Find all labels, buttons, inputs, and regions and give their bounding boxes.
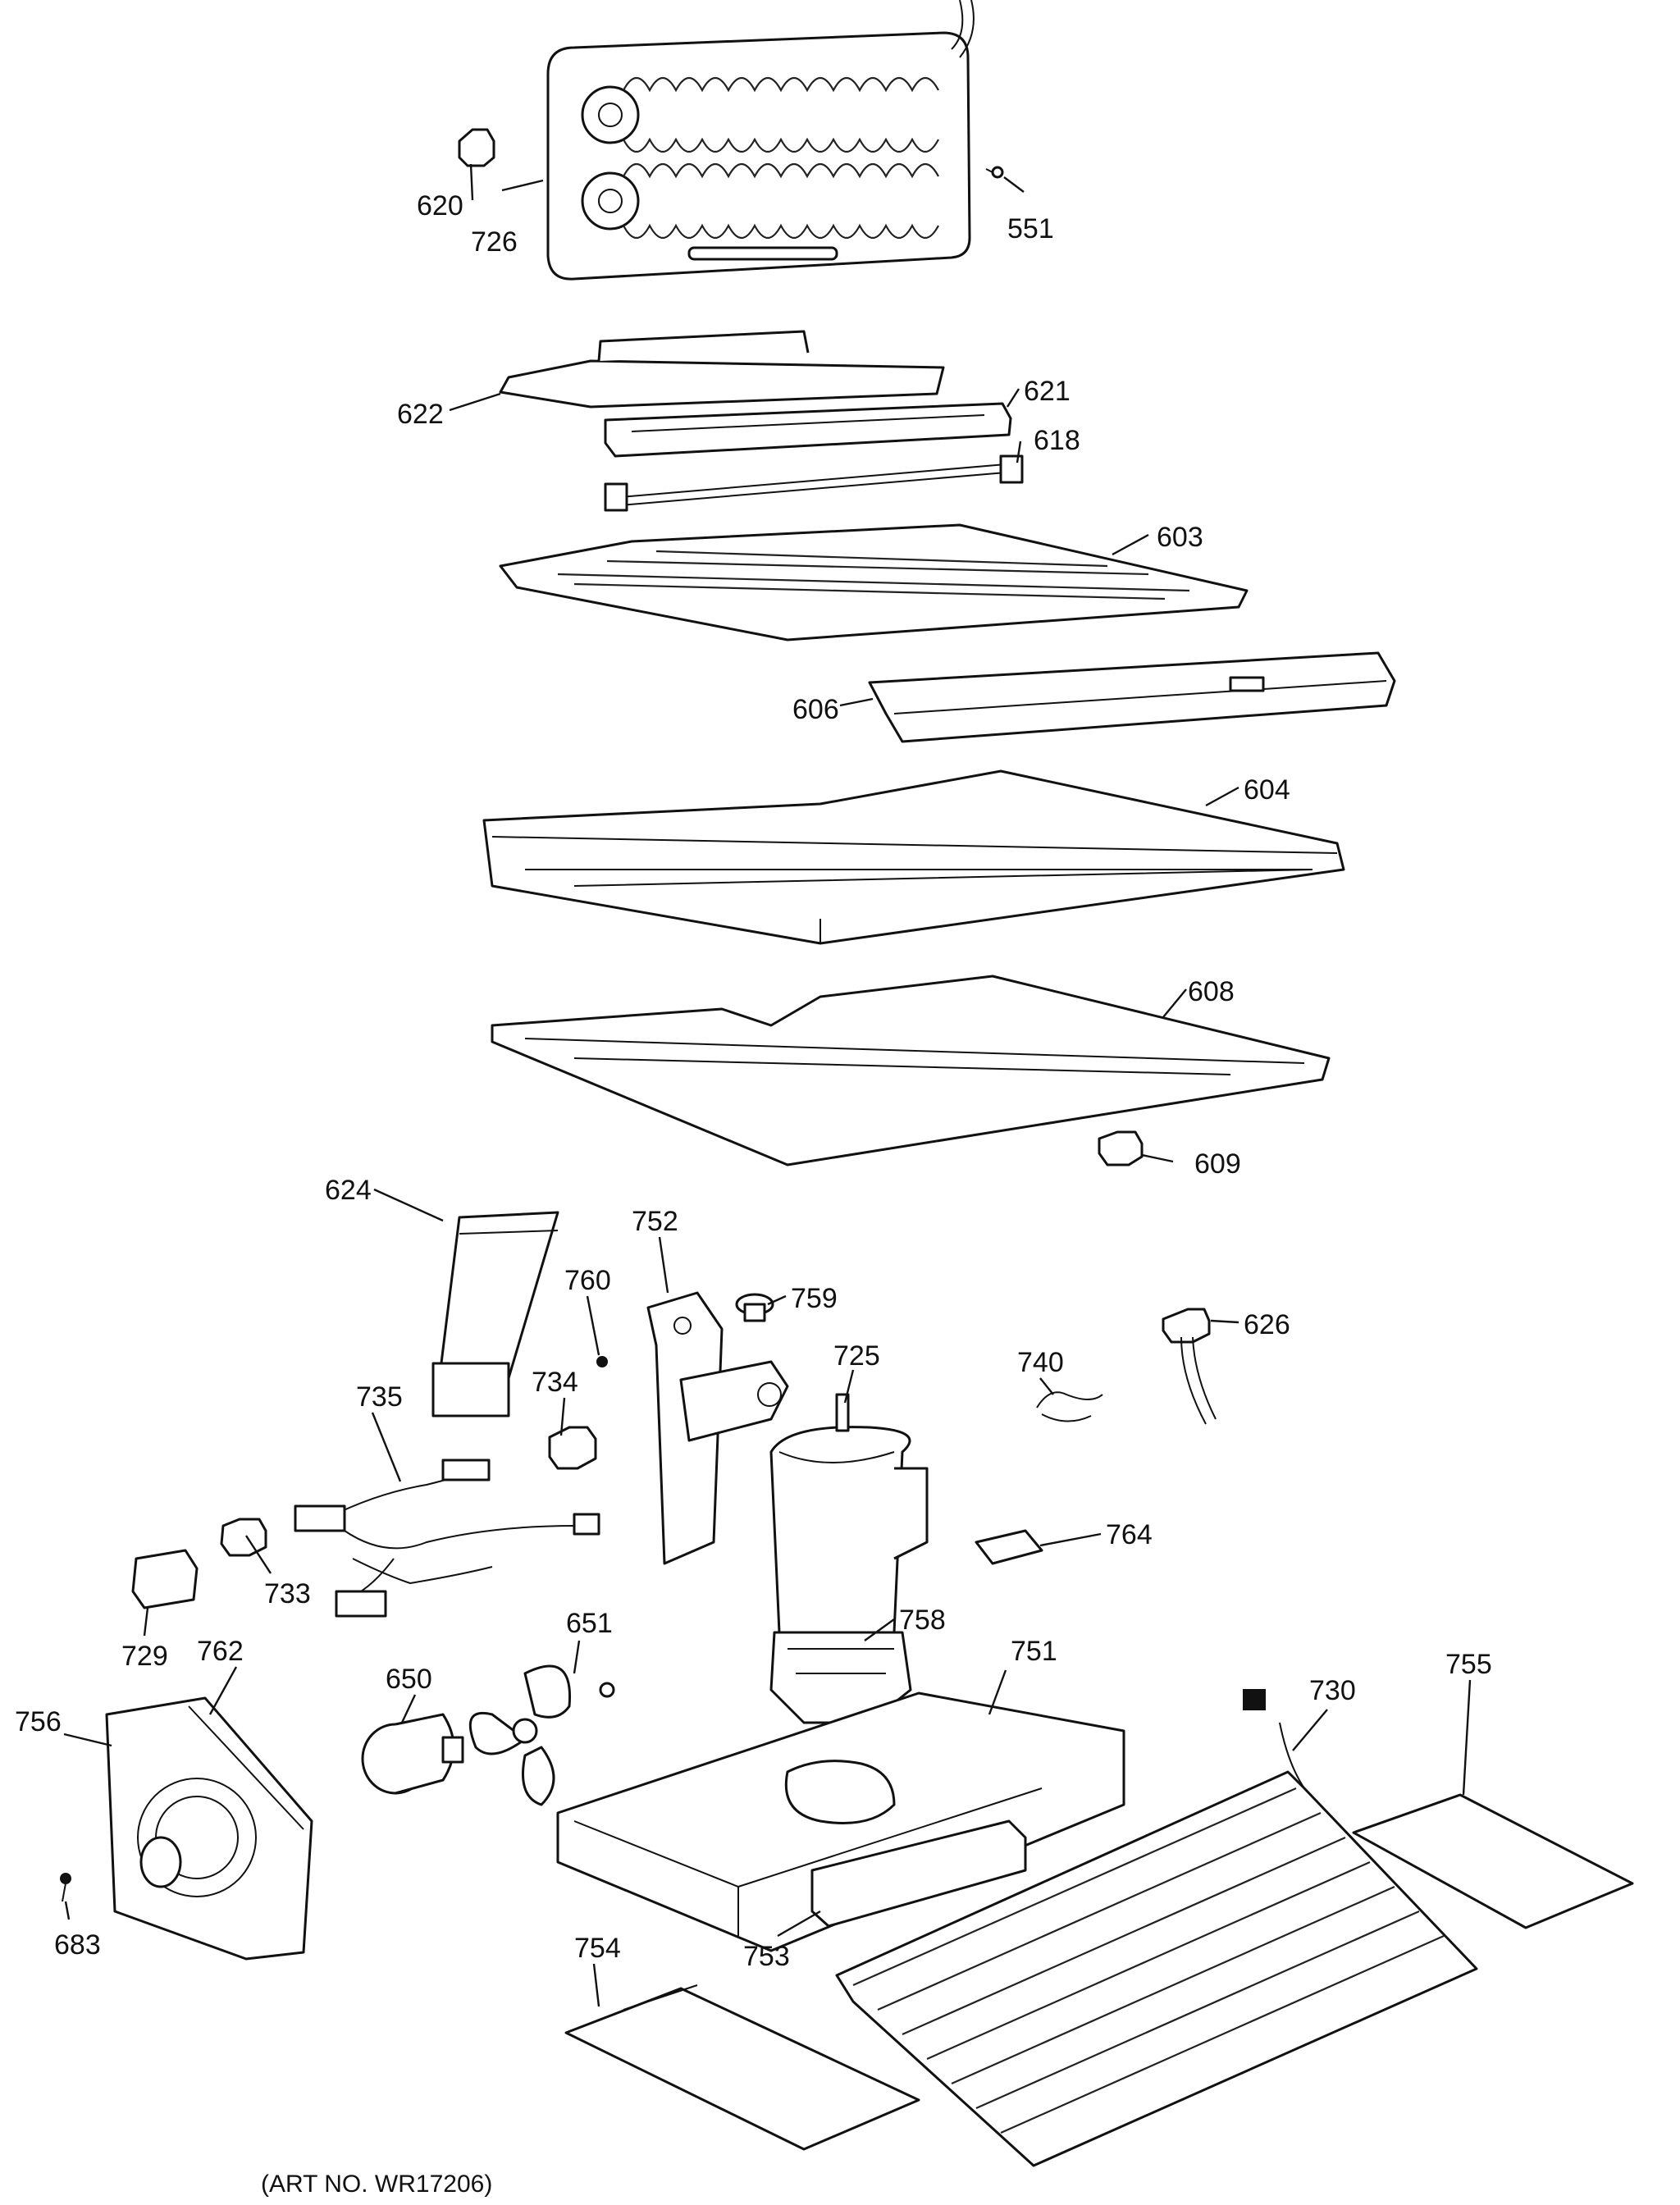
callout-551: 551 xyxy=(1007,213,1054,244)
callout-755: 755 xyxy=(1445,1649,1492,1680)
part-608-pan xyxy=(491,975,1331,1166)
part-683-screw xyxy=(60,1873,71,1902)
callout-734: 734 xyxy=(532,1367,578,1398)
callout-604: 604 xyxy=(1244,774,1290,806)
part-650-fan-motor xyxy=(361,1713,464,1795)
part-606-rail xyxy=(868,651,1396,743)
part-604-shelf xyxy=(482,769,1345,945)
part-764-plate xyxy=(975,1529,1043,1565)
part-622-shroud xyxy=(499,330,945,409)
callout-651: 651 xyxy=(566,1608,613,1639)
callout-618: 618 xyxy=(1034,425,1080,456)
callout-764: 764 xyxy=(1106,1519,1153,1550)
part-729-capacitor xyxy=(131,1549,199,1609)
part-734-relay xyxy=(548,1426,597,1470)
callout-labels: 726 620 551 622 621 618 603 606 604 608 … xyxy=(15,190,1492,1972)
callout-621: 621 xyxy=(1024,376,1071,407)
part-603-shelf xyxy=(499,523,1249,641)
callout-730: 730 xyxy=(1309,1675,1356,1706)
part-752-bracket xyxy=(646,1291,789,1565)
part-733-relay xyxy=(220,1518,267,1557)
leader-lines xyxy=(63,163,1472,2007)
part-626-plug xyxy=(1162,1308,1217,1425)
callout-740: 740 xyxy=(1017,1347,1064,1378)
part-760-screw xyxy=(596,1356,608,1367)
callout-733: 733 xyxy=(264,1578,311,1609)
callout-622: 622 xyxy=(397,399,444,430)
part-651-fan-blade xyxy=(468,1664,615,1806)
callout-606: 606 xyxy=(792,694,839,725)
callout-729: 729 xyxy=(121,1641,168,1672)
callout-620: 620 xyxy=(417,190,463,221)
callout-756: 756 xyxy=(15,1706,62,1737)
callout-759: 759 xyxy=(791,1283,838,1314)
callout-762: 762 xyxy=(197,1636,244,1667)
part-762-756-fan-shroud xyxy=(105,1696,313,1961)
part-609-clip xyxy=(1098,1130,1144,1166)
callout-650: 650 xyxy=(386,1664,432,1695)
callout-735: 735 xyxy=(356,1381,403,1413)
callout-624: 624 xyxy=(325,1175,372,1206)
part-725-compressor xyxy=(769,1393,929,1724)
part-753-channel xyxy=(810,1819,1027,1928)
callout-725: 725 xyxy=(833,1340,880,1372)
callout-726: 726 xyxy=(471,226,518,258)
callout-758: 758 xyxy=(899,1605,946,1636)
part-730-condenser xyxy=(835,1689,1478,2167)
callout-752: 752 xyxy=(632,1206,678,1237)
part-754-cover xyxy=(564,1984,920,2151)
part-618-heater xyxy=(604,454,1024,512)
part-759-grommet xyxy=(735,1293,774,1322)
callout-608: 608 xyxy=(1188,976,1235,1007)
art-number: (ART NO. WR17206) xyxy=(261,2171,492,2198)
callout-754: 754 xyxy=(574,1933,621,1964)
callout-751: 751 xyxy=(1011,1636,1057,1667)
evaporator-coil xyxy=(546,0,975,281)
part-755-cover xyxy=(1352,1793,1634,1929)
part-621-channel xyxy=(604,402,1012,458)
part-624-duct xyxy=(431,1211,559,1418)
callout-626: 626 xyxy=(1244,1309,1290,1340)
callout-683: 683 xyxy=(54,1929,101,1961)
part-620-clip xyxy=(458,128,495,167)
part-740-clip xyxy=(1036,1391,1103,1422)
callout-760: 760 xyxy=(564,1265,611,1296)
part-735-harness xyxy=(294,1459,600,1618)
callout-603: 603 xyxy=(1157,522,1203,553)
callout-609: 609 xyxy=(1194,1148,1241,1180)
part-551-screw xyxy=(985,166,1004,179)
callout-753: 753 xyxy=(743,1941,790,1972)
part-751-base xyxy=(556,1691,1125,1952)
